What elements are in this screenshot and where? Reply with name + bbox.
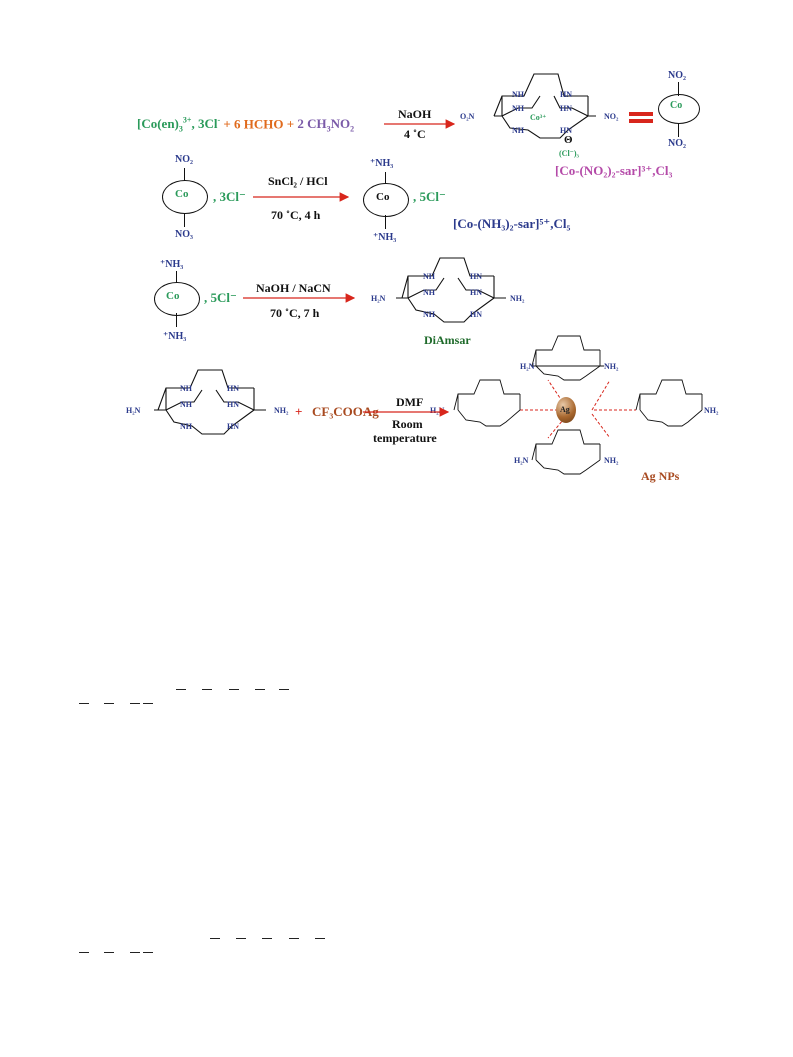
cage-minus-sign: Θ: [564, 134, 573, 146]
co-bottom-group: ⁺NH₃: [373, 232, 397, 243]
cage-label-right: NH₂: [510, 294, 525, 303]
co-top-group: ⁺NH₃: [160, 259, 184, 270]
cage-label-left: H₂N: [371, 294, 386, 303]
row2-salt-left: , 3Cl⁻: [213, 189, 246, 204]
row1-product-name: [Co-(NO₂)₂-sar]³⁺,Cl₃: [555, 163, 673, 178]
row3-product-name: DiAmsar: [424, 333, 471, 347]
cage-diagram: [154, 369, 266, 435]
cage-label-right: NH₂: [274, 406, 289, 415]
co-disc: [162, 180, 208, 214]
row2-arrow-bottom: 70 ˚C, 4 h: [271, 208, 321, 222]
row3-arrow-top: NaOH / NaCN: [256, 281, 331, 295]
co-disc: [658, 94, 700, 124]
cage-nh-2: NH: [423, 288, 435, 297]
row4-arrow-bottom-2: temperature: [373, 431, 437, 445]
row1-arrow-bottom: 4 ˚C: [404, 127, 426, 141]
cage-nh-3: NH: [512, 126, 524, 135]
cage-nh-3: NH: [423, 310, 435, 319]
row4-arrow-top: DMF: [396, 395, 424, 409]
reaction-arrows: [243, 119, 456, 417]
cage-hn-3: HN: [227, 422, 239, 431]
co-bottom-group: ⁺NH₃: [163, 331, 187, 342]
co-top-group: NO₂: [175, 154, 193, 165]
row4-reagent: CF₃COOAg: [312, 404, 379, 419]
co-label: Co: [175, 188, 189, 200]
ag-cluster-bonds: [453, 335, 703, 475]
cage-counterion: (Cl⁻)₃: [559, 149, 579, 158]
cage-hn-3: HN: [560, 126, 572, 135]
co-bottom-group: NO₃: [175, 229, 193, 240]
co-label: Co: [670, 100, 683, 111]
cage-nh-2: NH: [512, 104, 524, 113]
co-disc: [154, 282, 200, 316]
cage-hn-1: HN: [560, 90, 572, 99]
row2-product-name: [Co-(NH₃)₂-sar]⁵⁺,Cl₅: [453, 216, 571, 231]
ag-sphere: [556, 397, 576, 423]
cluster-label-left: H₂N: [430, 406, 445, 415]
cage-label-right: NO₂: [604, 112, 619, 121]
cluster-bottom-label-right: NH₂: [604, 456, 619, 465]
co-disc: [363, 183, 409, 217]
cage-hn-2: HN: [470, 288, 482, 297]
cluster-top-label-left: H₂N: [520, 362, 535, 371]
cage-label-center: Co³⁺: [530, 113, 547, 122]
cage-hn-1: HN: [227, 384, 239, 393]
row3-arrow-bottom: 70 ˚C, 7 h: [270, 306, 320, 320]
row4-arrow-bottom-1: Room: [392, 417, 423, 431]
row1-arrow-top: NaOH: [398, 107, 432, 121]
cage-hn-3: HN: [470, 310, 482, 319]
cluster-label-right: NH₂: [704, 406, 719, 415]
cage-hn-2: HN: [560, 104, 572, 113]
cage-hn-2: HN: [227, 400, 239, 409]
row4-product-name: Ag NPs: [641, 469, 680, 483]
cage-diagram: [493, 73, 596, 139]
co-label: Co: [166, 290, 180, 302]
co-bottom-group: NO₂: [668, 138, 686, 149]
cage-label-left: H₂N: [126, 406, 141, 415]
row2-salt-right: , 5Cl⁻: [413, 189, 446, 204]
row2-arrow-top: SnCl₂ / HCl: [268, 174, 328, 188]
cage-nh-3: NH: [180, 422, 192, 431]
cage-nh-1: NH: [423, 272, 435, 281]
cluster-top-label-right: NH₂: [604, 362, 619, 371]
cage-hn-1: HN: [470, 272, 482, 281]
reactant-co-en: [Co(en)33+, 3Cl-: [137, 116, 221, 134]
cage-diagram: [396, 257, 506, 323]
row1-reactants: [Co(en)33+, 3Cl- + 6 HCHO + 2 CH3NO2: [137, 116, 354, 134]
reactant-nitromethane: 2 CH3NO2: [297, 116, 355, 134]
co-top-group: ⁺NH₃: [370, 158, 394, 169]
row3-salt: , 5Cl⁻: [204, 290, 237, 305]
cage-nh-1: NH: [180, 384, 192, 393]
row4-plus: +: [295, 404, 303, 419]
cage-nh-2: NH: [180, 400, 192, 409]
reactant-hcho: + 6 HCHO +: [220, 116, 298, 132]
co-label: Co: [376, 191, 390, 203]
cage-label-left: O₂N: [460, 112, 475, 121]
cluster-bottom-label-left: H₂N: [514, 456, 529, 465]
cage-nh-1: NH: [512, 90, 524, 99]
ag-label: Ag: [560, 405, 570, 414]
co-top-group: NO₂: [668, 70, 686, 81]
